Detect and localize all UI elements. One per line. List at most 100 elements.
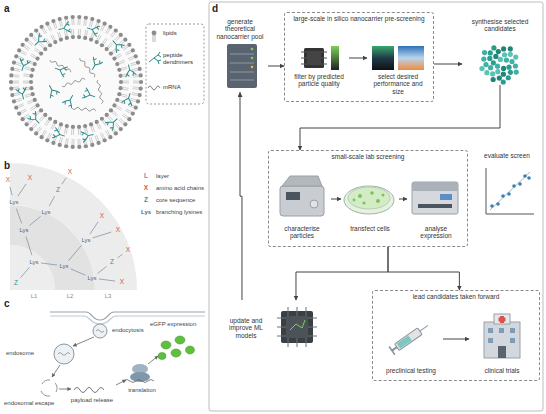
gradient-bars [372,46,424,70]
nanocarrier [18,56,24,58]
nanocarrier [27,100,33,102]
petri-dish [353,191,385,204]
nanocarrier [33,124,37,128]
nanocarrier [108,25,112,29]
endosome [58,353,70,356]
candidate-particles [488,50,493,55]
nanocarrier [121,96,127,98]
chip-icon [307,51,321,65]
key-text: branching lysines [156,209,202,216]
legend-text: peptide dendrimers [163,52,203,66]
nanocarrier [91,137,93,143]
nanocarrier [81,129,95,142]
nanocarrier [121,69,127,71]
nanocarrier [27,111,43,127]
panel-letter: b [4,160,10,172]
nanocarrier [35,48,40,52]
nanocarrier [59,127,61,133]
nanocarrier [9,86,13,90]
nanocarrier [13,86,19,88]
nanocarrier [39,52,43,56]
nanocarrier [65,36,69,40]
candidate-particles [491,45,496,50]
nanocarrier [107,43,111,47]
gradient-bars [398,46,424,70]
petri-dish [376,199,380,203]
process-step: clinical trials [469,309,535,376]
residue-label: Z [56,186,60,193]
key-text: core sequence [156,197,195,204]
nanocarrier [30,106,35,109]
candidate-particles [508,46,513,51]
nanocarrier [21,117,25,121]
ribosome [130,372,150,382]
process-step: preclinical testing [379,309,443,376]
key-symbol: Lys [141,209,151,216]
hospital-icon [498,346,506,358]
residue-label: X [6,176,10,183]
ml-chip-icon [290,320,305,330]
nanocarrier [9,73,13,77]
nanocarrier [83,124,87,128]
nanocarrier [118,86,122,90]
candidate-particles [479,66,484,71]
plate-reader [440,194,452,200]
scatter-chart [486,168,487,214]
nanocarrier [18,104,24,106]
residue-label: X [28,174,32,181]
hospital-icon [499,318,506,322]
nanocarrier [16,100,22,102]
nanocarrier [25,38,29,42]
nanocarrier [133,88,139,90]
nanocarrier [109,37,125,53]
nanocarrier [32,37,36,41]
nanocarrier [52,128,66,142]
nanocarrier [119,120,124,124]
nanocarrier [119,102,125,104]
nanocarrier [32,123,36,127]
dendrimer-bonds [62,178,66,184]
nanocarrier [78,29,79,35]
nanocarrier [17,111,21,115]
lipid-sample [153,35,154,42]
nanocarrier [103,22,107,26]
scatter-chart [486,214,534,215]
process-label: endosomal escape [4,400,54,407]
nanocarrier [50,60,71,72]
nanocarrier [128,56,134,58]
residue-label: Lys [19,227,28,234]
process-step: select desired performance and size [367,43,429,97]
nanocarrier [64,144,68,148]
server-icon [230,80,254,81]
chip-icon [301,46,339,70]
nanocarrier [91,127,93,133]
nanocarrier [39,116,43,120]
syringe-icon [395,328,423,351]
nanocarrier [91,21,93,27]
process-label: endosome [6,350,34,357]
nanocarrier [112,57,116,61]
candidate-particles [490,71,495,76]
nanocarrier [29,74,33,78]
nanocarrier [103,138,107,142]
dendrimer-bonds [49,196,54,206]
syringe-icon [389,347,395,355]
nanocarrier [104,39,107,44]
nanocarrier [115,62,119,66]
nanocarrier [28,60,34,62]
candidate-particles [501,79,506,84]
candidate-particles [501,46,506,51]
nanocarrier [14,94,20,95]
hospital-icon [510,328,515,333]
vesicle [93,324,107,338]
nanocarrier [130,100,136,102]
residue-label: X [68,168,72,175]
ml-chip-icon [277,307,317,347]
nanocarrier [79,139,80,145]
nanocarrier [95,40,99,44]
nanocarrier [77,19,78,25]
nanocarrier [86,128,87,134]
nanocarrier [122,115,127,118]
nanocarrier [45,83,60,99]
nanocarrier [17,58,31,72]
